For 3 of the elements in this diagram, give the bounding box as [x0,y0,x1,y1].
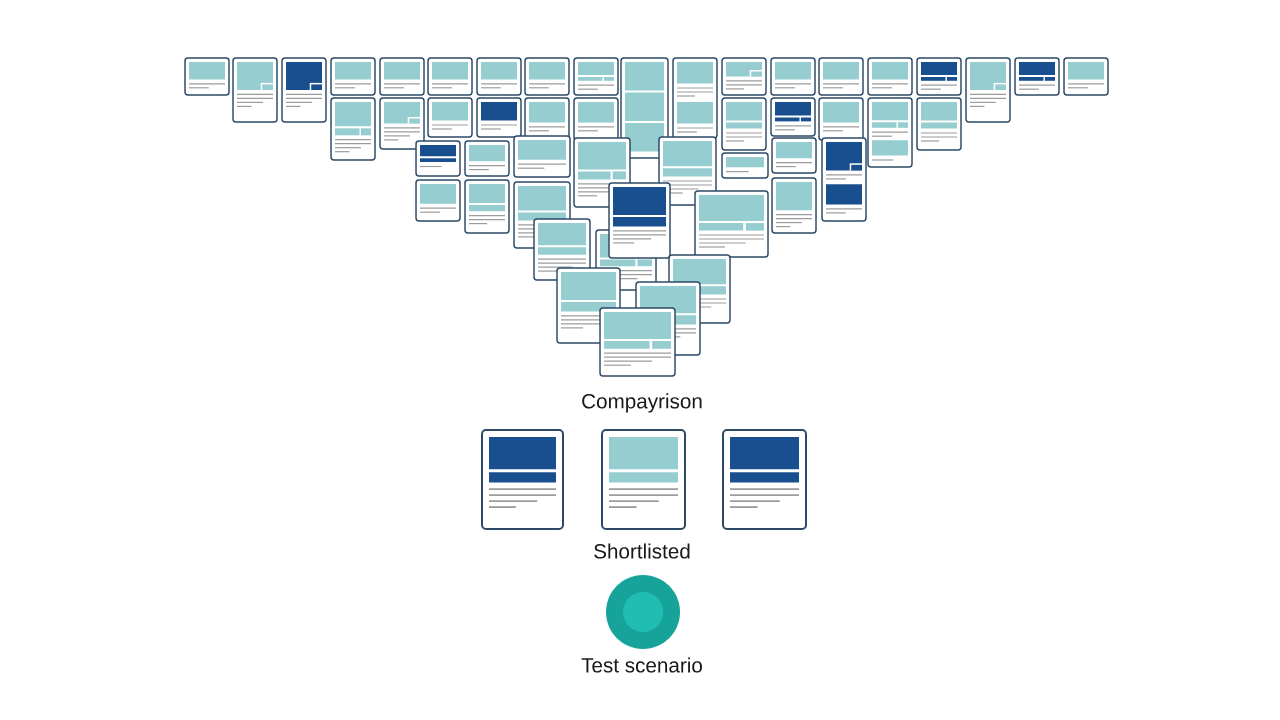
stage-label: Shortlisted [594,543,690,559]
stage-label: Compayrison [582,393,702,413]
stage-label: Test scenario [581,657,702,673]
